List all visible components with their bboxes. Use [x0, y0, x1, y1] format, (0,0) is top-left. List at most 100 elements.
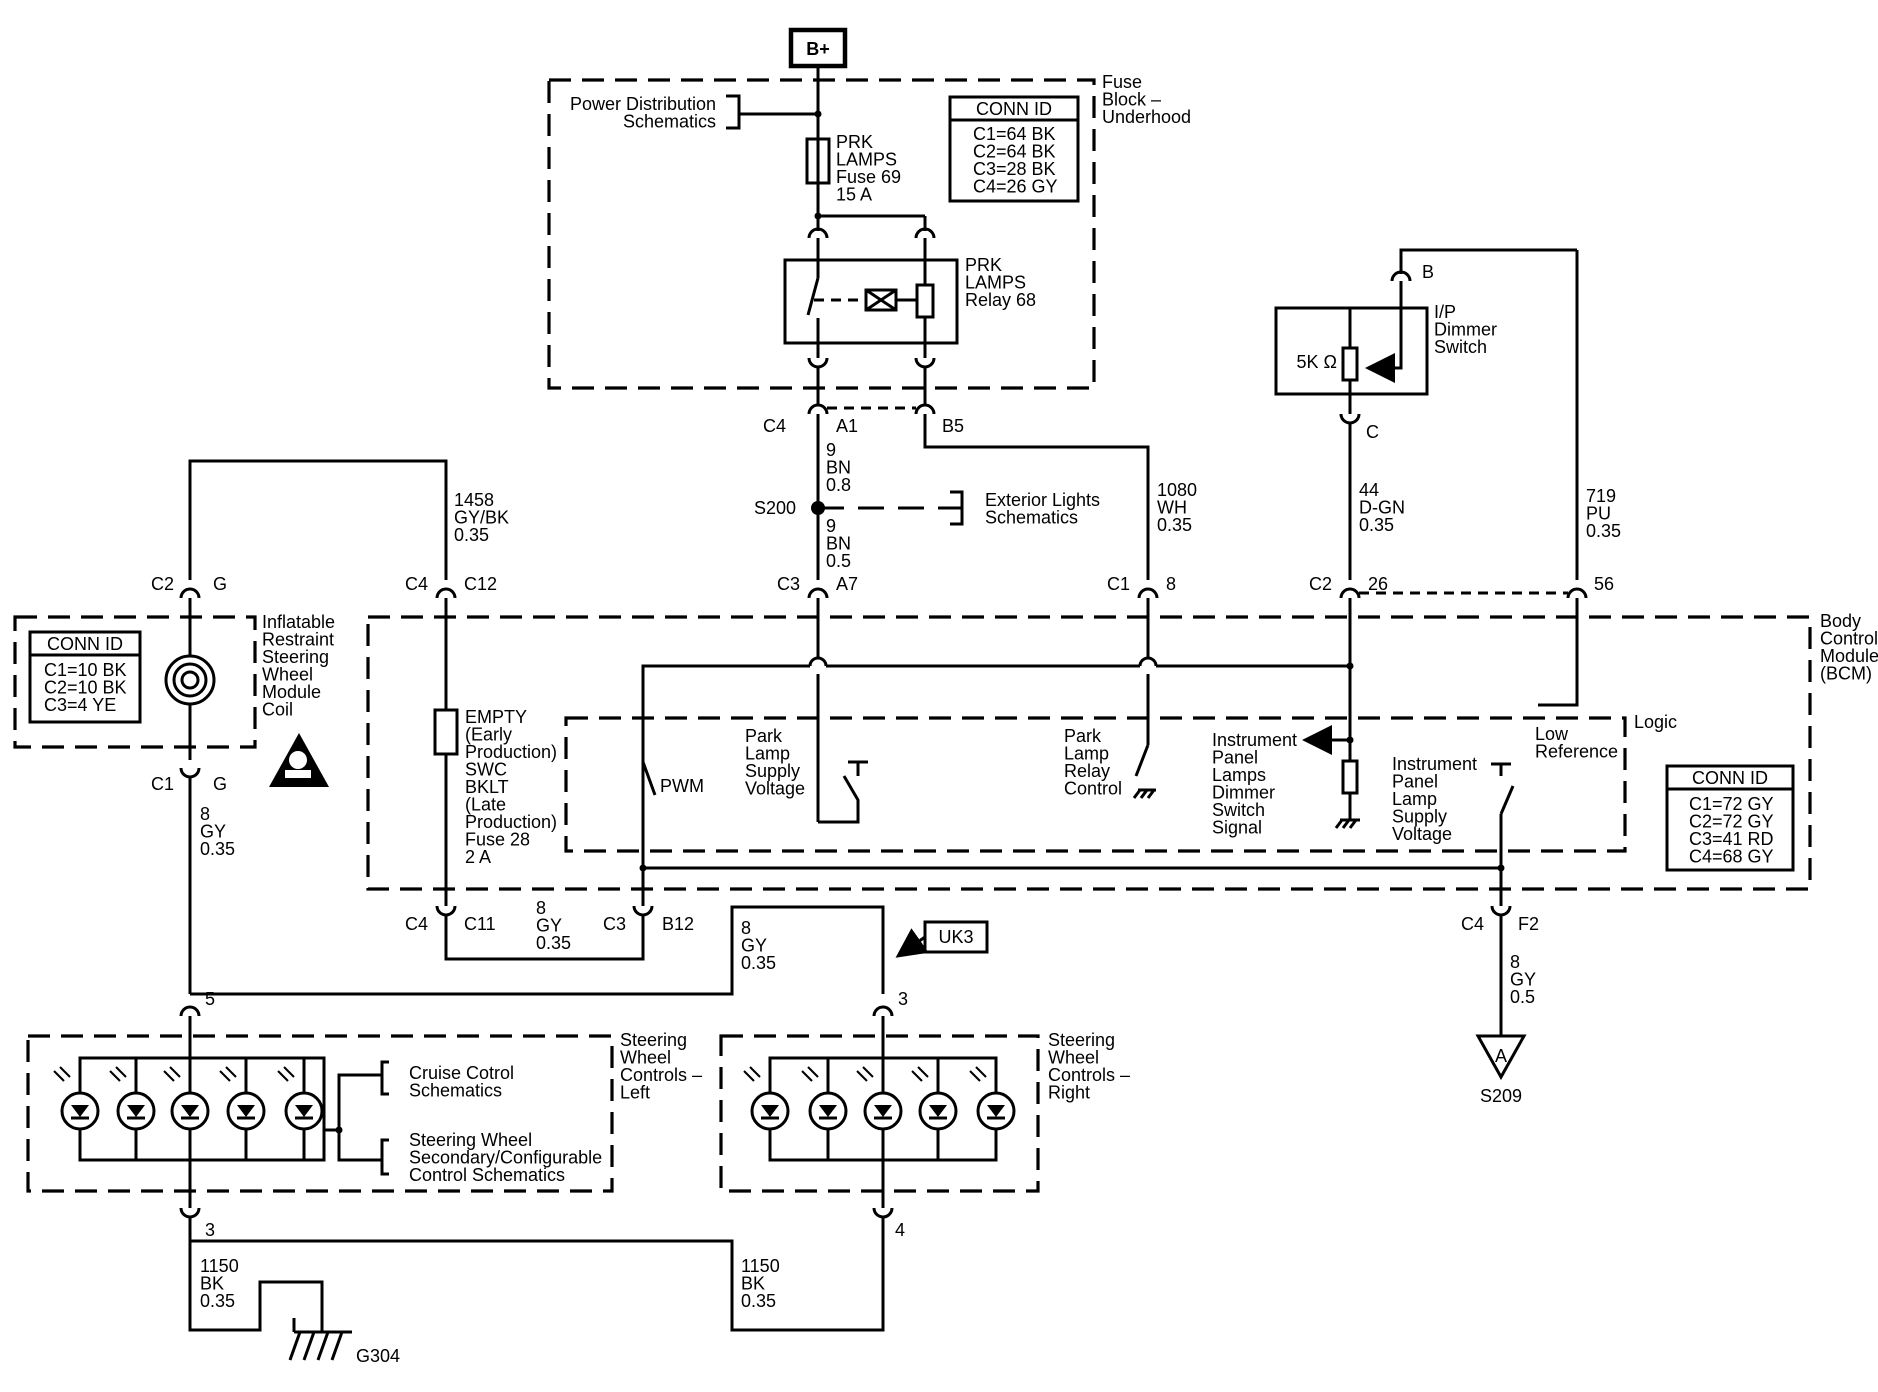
text-line: Supply [745, 761, 800, 781]
pin-8: 8 [1166, 574, 1176, 594]
pin-b12: B12 [662, 914, 694, 934]
text-line: Lamp [745, 744, 790, 764]
svg-text:CONN ID: CONN ID [47, 634, 123, 654]
text-line: Steering [262, 647, 329, 667]
swc-left-led-array [53, 1058, 324, 1160]
text-line: 0.35 [741, 953, 776, 973]
text-line: 2 A [465, 847, 491, 867]
text-line: 0.35 [200, 839, 235, 859]
text-line: C4=26 GY [973, 177, 1058, 197]
text-line: Steering [1048, 1030, 1115, 1050]
text-line: Wheel [1048, 1048, 1099, 1068]
text-line: C1=72 GY [1689, 794, 1774, 814]
text-line: Wheel [620, 1048, 671, 1068]
text-line: 1458 [454, 490, 494, 510]
inflatable-restraint-coil [13, 615, 257, 749]
text-line: PRK [965, 255, 1002, 275]
pin-b5: B5 [942, 416, 964, 436]
text-line: Left [620, 1083, 650, 1103]
splice-s200-label: S200 [754, 498, 796, 518]
text-line: PU [1586, 504, 1611, 524]
text-line: Inflatable [262, 612, 335, 632]
text-line: 9 [826, 440, 836, 460]
text-line: Dimmer [1434, 320, 1497, 340]
text-line: Cruise Cotrol [409, 1063, 514, 1083]
text-line: GY [536, 916, 562, 936]
text-line: C1=10 BK [44, 660, 127, 680]
text-line: C2=10 BK [44, 678, 127, 698]
prk-lamps-relay-68 [783, 258, 959, 345]
text-line: Schematics [623, 112, 716, 132]
text-line: Panel [1212, 748, 1258, 768]
5k-potentiometer [1341, 346, 1359, 382]
text-line: Module [1820, 646, 1878, 666]
text-line: 0.35 [454, 525, 489, 545]
pin-3-left-bottom: 3 [205, 1220, 215, 1240]
text-line: 44 [1359, 480, 1379, 500]
text-line: 0.5 [826, 551, 851, 571]
text-line: 8 [741, 918, 751, 938]
text-line: Block – [1102, 90, 1161, 110]
svg-text:CONN ID: CONN ID [976, 99, 1052, 119]
clockspring-coil-icon [164, 654, 216, 706]
text-line: Park [745, 726, 783, 746]
svg-text:B+: B+ [806, 39, 830, 59]
text-line: 0.8 [826, 475, 851, 495]
swc-right-led-array [743, 1058, 1016, 1160]
text-line: Coil [262, 700, 293, 720]
text-line: GY [741, 936, 767, 956]
pin-c: C [1366, 422, 1379, 442]
airbag-warning-icon [269, 733, 329, 787]
pin-a7: A7 [836, 574, 858, 594]
text-line: LAMPS [965, 273, 1026, 293]
connector-c3-b12: C3 [603, 914, 626, 934]
pin-g-top: G [213, 574, 227, 594]
pin-4: 4 [895, 1220, 905, 1240]
pin-5: 5 [205, 989, 215, 1009]
text-line: Control [1820, 629, 1878, 649]
text-line: GY [1510, 970, 1536, 990]
connector-c3-a7: C3 [777, 574, 800, 594]
text-line: 0.35 [536, 933, 571, 953]
text-line: Fuse [1102, 72, 1142, 92]
pin-56: 56 [1594, 574, 1614, 594]
text-line: LAMPS [836, 150, 897, 170]
splice-s209-label: S209 [1480, 1086, 1522, 1106]
text-line: BK [741, 1274, 765, 1294]
text-line: 9 [826, 516, 836, 536]
text-line: 8 [536, 898, 546, 918]
text-line: Production) [465, 742, 557, 762]
uk3-callout: UK3 [895, 920, 989, 958]
text-line: C4=68 GY [1689, 847, 1774, 867]
text-line: Instrument [1212, 730, 1297, 750]
text-line: BKLT [465, 777, 509, 797]
ground-g304-label: G304 [356, 1346, 400, 1366]
text-line: 1150 [741, 1256, 780, 1276]
connector-c2-26: C2 [1309, 574, 1332, 594]
text-line: Switch [1212, 800, 1265, 820]
pin-a1: A1 [836, 416, 858, 436]
text-line: 1080 [1157, 480, 1197, 500]
svg-text:UK3: UK3 [938, 927, 973, 947]
text-line: I/P [1434, 302, 1456, 322]
pwm-label: PWM [660, 776, 704, 796]
text-line: 0.5 [1510, 987, 1535, 1007]
text-line: GY [200, 822, 226, 842]
